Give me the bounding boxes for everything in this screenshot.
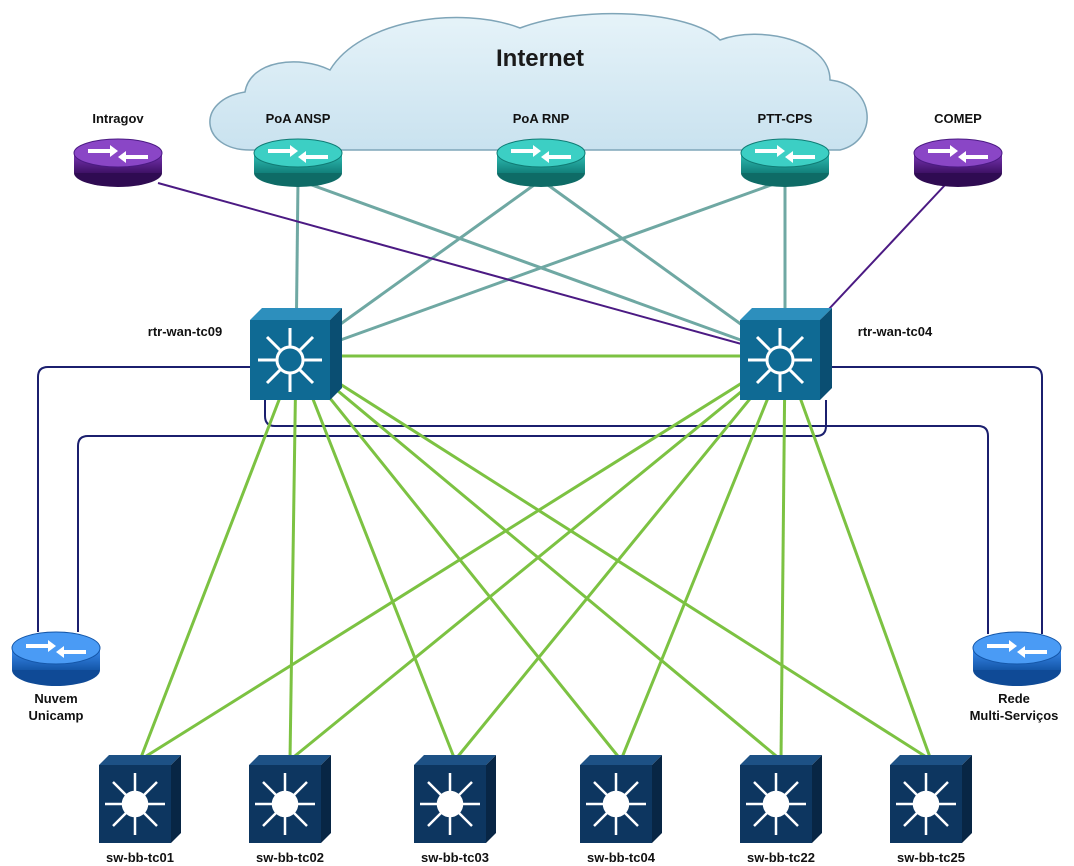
link-rtr-wan-tc04-sw-bb-tc02 (289, 354, 786, 762)
router-nuvem-unicamp (11, 631, 101, 686)
router-arrows-icon (26, 640, 86, 658)
switch-icon (255, 773, 315, 835)
label-sw-bb-tc22: sw-bb-tc22 (747, 850, 815, 865)
label-sw-bb-tc02: sw-bb-tc02 (256, 850, 324, 865)
uplink-links (294, 178, 787, 358)
link-rtr-wan-tc09-sw-bb-tc03 (294, 355, 457, 761)
label-rtr-wan-tc09: rtr-wan-tc09 (148, 324, 222, 339)
label-rede-line2: Multi-Serviços (970, 708, 1059, 723)
link-rtr-wan-tc09-sw-bb-tc01 (138, 355, 298, 761)
switch-sw-bb-tc03 (414, 755, 496, 843)
router-arrows-icon (511, 145, 571, 163)
switch-icon (420, 773, 480, 835)
label-comep: COMEP (934, 111, 982, 126)
link-rtr-wan-tc09-sw-bb-tc02 (288, 355, 298, 761)
switch-icon (746, 773, 806, 835)
router-comep (913, 138, 1003, 187)
link-rtr-wan-tc04-sw-bb-tc04 (619, 355, 787, 761)
link-intragov-rtr-wan-tc04 (157, 182, 786, 357)
router-intragov (73, 138, 163, 187)
router-arrows-icon (928, 145, 988, 163)
router-arrows-icon (88, 145, 148, 163)
link-rtr-wan-tc04-sw-bb-tc01 (139, 354, 786, 762)
link-rtr-wan-tc04-rede (832, 366, 1043, 634)
switch-sw-bb-tc01 (99, 755, 181, 843)
link-rtr-wan-tc04-nuvem (77, 400, 827, 632)
label-nuvem-line1: Nuvem (34, 691, 77, 706)
switch-rtr-wan-tc04 (740, 308, 832, 400)
link-ptt-cps-rtr-wan-tc09 (295, 178, 786, 358)
multilayer-switch-icon (258, 328, 322, 392)
router-arrows-icon (987, 640, 1047, 658)
label-poa-rnp: PoA RNP (513, 111, 570, 126)
switch-icon (896, 773, 956, 835)
backbone-links (138, 354, 933, 762)
cloud-label: Internet (496, 45, 584, 72)
switch-sw-bb-tc04 (580, 755, 662, 843)
switch-sw-bb-tc22 (740, 755, 822, 843)
link-rtr-wan-tc09-sw-bb-tc04 (294, 355, 623, 761)
label-sw-bb-tc01: sw-bb-tc01 (106, 850, 174, 865)
label-sw-bb-tc04: sw-bb-tc04 (587, 850, 656, 865)
multilayer-switch-icon (748, 328, 812, 392)
switch-sw-bb-tc02 (249, 755, 331, 843)
switch-sw-bb-tc25 (890, 755, 972, 843)
router-arrows-icon (755, 145, 815, 163)
label-sw-bb-tc03: sw-bb-tc03 (421, 850, 489, 865)
router-rede-multi-servicos (972, 631, 1062, 686)
router-arrows-icon (268, 145, 328, 163)
router-poa-rnp (496, 138, 586, 187)
link-rtr-wan-tc04-sw-bb-tc03 (453, 355, 787, 761)
label-rtr-wan-tc04: rtr-wan-tc04 (858, 324, 933, 339)
router-poa-ansp (253, 138, 343, 187)
label-nuvem-line2: Unicamp (29, 708, 84, 723)
link-rtr-wan-tc09-rede (264, 400, 989, 634)
link-rtr-wan-tc09-sw-bb-tc25 (295, 354, 932, 762)
label-ptt-cps: PTT-CPS (758, 111, 813, 126)
customer-links (37, 366, 1043, 634)
label-intragov: Intragov (92, 111, 144, 126)
switch-rtr-wan-tc09 (250, 308, 342, 400)
label-poa-ansp: PoA ANSP (266, 111, 331, 126)
internet-cloud: Internet (209, 12, 868, 151)
link-rtr-wan-tc04-sw-bb-tc25 (783, 355, 933, 761)
label-rede-line1: Rede (998, 691, 1030, 706)
router-ptt-cps (740, 138, 830, 187)
link-rtr-wan-tc04-sw-bb-tc22 (779, 355, 787, 761)
link-rtr-wan-tc09-nuvem (37, 366, 250, 632)
switch-icon (586, 773, 646, 835)
label-sw-bb-tc25: sw-bb-tc25 (897, 850, 965, 865)
switch-icon (105, 773, 165, 835)
